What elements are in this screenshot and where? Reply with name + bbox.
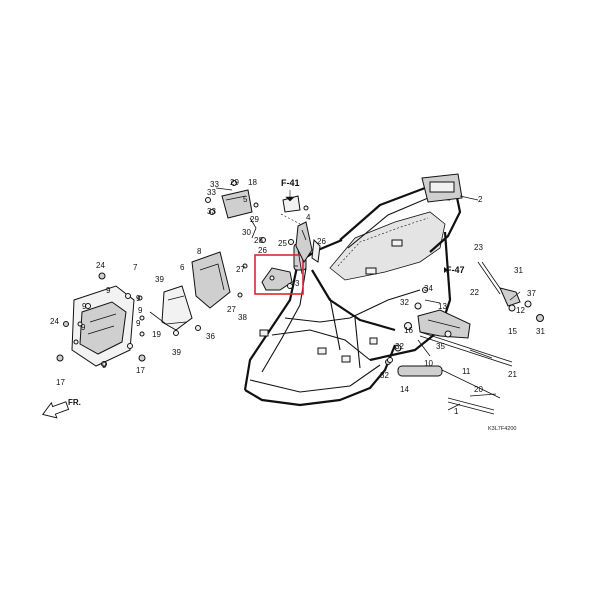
callout-13: 13: [438, 302, 447, 311]
callout-27: 27: [236, 265, 245, 274]
callout-9-3: 9: [138, 306, 143, 315]
callout-5: 5: [243, 195, 248, 204]
callout-23: 23: [474, 243, 483, 252]
highlighted-part-group[interactable]: [254, 254, 304, 295]
callout-29: 29: [230, 178, 239, 187]
front-direction-indicator: FR.: [42, 398, 81, 419]
callout-25: 25: [278, 239, 287, 248]
callout-24-2: 24: [50, 317, 59, 326]
callout-28: 28: [254, 236, 263, 245]
callout-36: 36: [206, 332, 215, 341]
highlighted-bracket: [261, 267, 293, 291]
callout-31: 31: [514, 266, 523, 275]
callout-17-2: 17: [136, 366, 145, 375]
callout-33-2: 33: [207, 207, 216, 216]
callout-20: 20: [474, 385, 483, 394]
side-bracket-assembly: [149, 251, 248, 336]
callout-35: 35: [436, 342, 445, 351]
long-bolts: [387, 261, 544, 415]
callout-8: 8: [197, 247, 202, 256]
callout-18: 18: [248, 178, 257, 187]
callout-1: 1: [454, 407, 459, 416]
leader-lines: [215, 187, 521, 411]
callout-4: 4: [306, 213, 311, 222]
callout-15: 15: [508, 327, 517, 336]
callout-33: 33: [207, 188, 216, 197]
reference-labels: F-41 F-47: [281, 178, 465, 275]
ref-label-f47: F-47: [446, 265, 465, 275]
callout-9-4: 9: [136, 319, 141, 328]
callout-21: 21: [508, 370, 517, 379]
callout-14: 14: [400, 385, 409, 394]
callout-26: 26: [258, 246, 267, 255]
callout-11: 11: [462, 367, 471, 376]
upper-bracket-assembly: [205, 180, 266, 243]
engine-hanger-assembly: [385, 302, 471, 365]
callout-37: 37: [527, 289, 536, 298]
callout-39: 39: [155, 275, 164, 284]
callout-24: 24: [96, 261, 105, 270]
callout-3: 3: [295, 279, 300, 288]
callout-26-2: 26: [317, 237, 326, 246]
callout-10: 10: [424, 359, 433, 368]
callout-9-2: 9: [136, 294, 141, 303]
callout-30: 30: [242, 228, 251, 237]
callout-29-2: 29: [250, 215, 259, 224]
callout-19: 19: [152, 330, 161, 339]
callout-32: 32: [400, 298, 409, 307]
main-frame: [243, 173, 463, 407]
part-code: K3L7F4200: [488, 426, 516, 432]
callout-9: 9: [106, 286, 111, 295]
callout-31-2: 31: [536, 327, 545, 336]
steering-lock-assembly: [280, 195, 321, 263]
callout-27-2: 27: [227, 305, 236, 314]
callout-7: 7: [133, 263, 138, 272]
callout-34: 34: [424, 284, 433, 293]
callout-22: 22: [470, 288, 479, 297]
callout-9-6: 9: [102, 361, 107, 370]
callout-16: 16: [404, 326, 413, 335]
callout-32-2: 32: [395, 342, 404, 351]
front-direction-label: FR.: [68, 398, 81, 407]
callout-6: 6: [180, 263, 185, 272]
callout-9-5: 9: [81, 323, 86, 332]
callout-numbers: 1234567899999991011121314151617171819202…: [50, 178, 545, 416]
callout-33-3: 33: [210, 180, 219, 189]
callout-39-2: 39: [172, 348, 181, 357]
ref-label-f41: F-41: [281, 178, 300, 188]
callout-17: 17: [56, 378, 65, 387]
highlight-box: [254, 254, 304, 295]
callout-38: 38: [238, 313, 247, 322]
callout-9-7: 9: [82, 302, 87, 311]
callout-32-3: 32: [380, 371, 389, 380]
hanger-block-assembly: [56, 272, 146, 367]
callout-12: 12: [516, 306, 525, 315]
callout-2: 2: [478, 195, 483, 204]
